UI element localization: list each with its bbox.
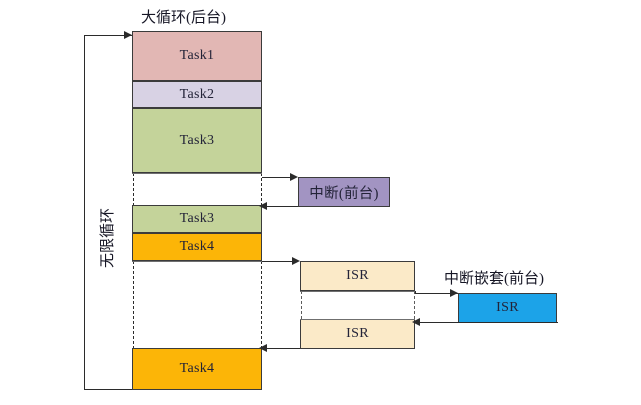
- block-isr-lower-label: ISR: [346, 326, 369, 341]
- bottom-clipped-caption: [215, 398, 435, 405]
- block-task3-upper[interactable]: Task3: [132, 108, 262, 173]
- loop-top-segment: [84, 35, 132, 37]
- block-task1[interactable]: Task1: [132, 31, 262, 81]
- isr-gap-top-rule: [300, 291, 415, 293]
- block-task3-lower-label: Task3: [179, 211, 215, 226]
- block-task4-upper-label: Task4: [179, 239, 215, 254]
- block-interrupt[interactable]: 中断(前台): [298, 177, 390, 207]
- loop-entry-arrow-icon: [124, 30, 132, 39]
- arrow-line-isr-to-nested: [415, 293, 458, 295]
- arrow-line-interrupt-to-task: [262, 206, 298, 208]
- isr-dash-right: [414, 291, 415, 319]
- gap-top-rule-lower: [132, 261, 262, 263]
- block-task4-upper[interactable]: Task4: [132, 233, 262, 261]
- block-task4-lower-label: Task4: [179, 361, 215, 376]
- isr-to-nested-riser: [415, 291, 417, 294]
- timeline-dash-right-upper: [261, 173, 262, 206]
- arrow-line-isr-to-task: [262, 348, 300, 350]
- title-main-loop: 大循环(后台): [141, 10, 226, 26]
- title-nested-interrupt: 中断嵌套(前台): [444, 271, 544, 287]
- arrow-head-isr-to-task-icon: [259, 343, 267, 352]
- timeline-dash-left-lower: [133, 261, 134, 349]
- block-isr-upper[interactable]: ISR: [300, 261, 415, 291]
- timeline-dash-left-upper: [133, 173, 134, 206]
- arrow-line-task-to-interrupt: [262, 177, 296, 179]
- block-task2-label: Task2: [179, 86, 215, 102]
- isr-gap-bottom-rule: [300, 319, 415, 321]
- loop-bottom-segment: [84, 389, 132, 391]
- block-task4-lower[interactable]: Task4: [132, 348, 262, 390]
- arrow-head-nested-to-isr-icon: [412, 317, 420, 326]
- loop-left-segment: [84, 35, 86, 390]
- block-isr-lower[interactable]: ISR: [300, 319, 415, 349]
- block-task1-label: Task1: [179, 48, 215, 63]
- block-task3-upper-label: Task3: [179, 132, 215, 148]
- block-isr-nested[interactable]: ISR: [458, 293, 557, 323]
- infinite-loop-label: 无限循环: [100, 207, 116, 268]
- timeline-dash-right-lower: [261, 261, 262, 349]
- block-interrupt-label: 中断(前台): [309, 185, 379, 202]
- gap-top-rule-upper: [132, 173, 262, 175]
- arrow-line-task-to-isr: [262, 261, 298, 263]
- block-isr-upper-label: ISR: [346, 268, 369, 283]
- block-isr-nested-label: ISR: [496, 300, 519, 315]
- arrow-head-task-to-isr-icon: [292, 256, 300, 265]
- block-task2[interactable]: Task2: [132, 81, 262, 108]
- isr-dash-left: [301, 291, 302, 319]
- arrow-head-isr-to-nested-icon: [450, 288, 458, 297]
- block-task3-lower[interactable]: Task3: [132, 205, 262, 233]
- arrow-line-nested-to-isr: [415, 322, 558, 324]
- arrow-head-interrupt-to-task-icon: [259, 201, 267, 210]
- arrow-head-task-to-interrupt-icon: [290, 172, 298, 181]
